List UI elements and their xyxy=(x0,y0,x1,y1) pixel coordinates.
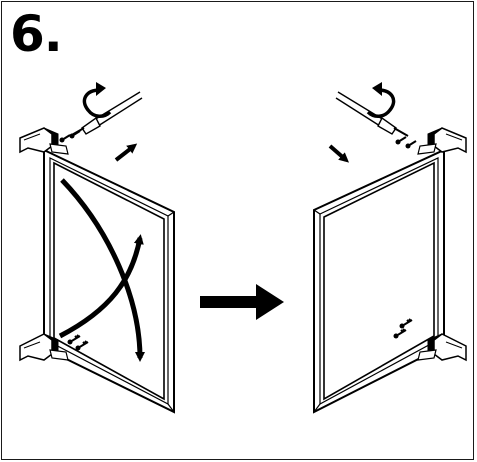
rotate-icon xyxy=(82,82,112,118)
hinge-icon xyxy=(417,127,467,155)
right-door-assembly xyxy=(313,82,467,414)
hinge-icon xyxy=(19,333,69,362)
arrow-right-icon xyxy=(328,144,350,163)
left-door-assembly xyxy=(19,82,175,414)
screw-icon xyxy=(393,328,407,339)
rotate-icon xyxy=(366,82,396,118)
hinge-icon xyxy=(417,333,467,362)
screw-icon xyxy=(395,136,407,145)
step-number: 6. xyxy=(10,5,63,63)
hinge-icon xyxy=(19,127,69,155)
screw-icon xyxy=(405,140,417,149)
cabinet-door-icon xyxy=(313,148,445,414)
swap-arrows xyxy=(58,178,145,362)
cabinet-door-icon xyxy=(43,148,175,414)
screw-icon xyxy=(69,130,81,139)
screw-icon xyxy=(67,334,81,345)
screw-icon xyxy=(399,318,413,329)
arrow-right-icon xyxy=(200,284,284,320)
arrow-right-icon xyxy=(114,143,138,162)
screw-icon xyxy=(75,340,89,351)
screw-icon xyxy=(59,134,71,143)
